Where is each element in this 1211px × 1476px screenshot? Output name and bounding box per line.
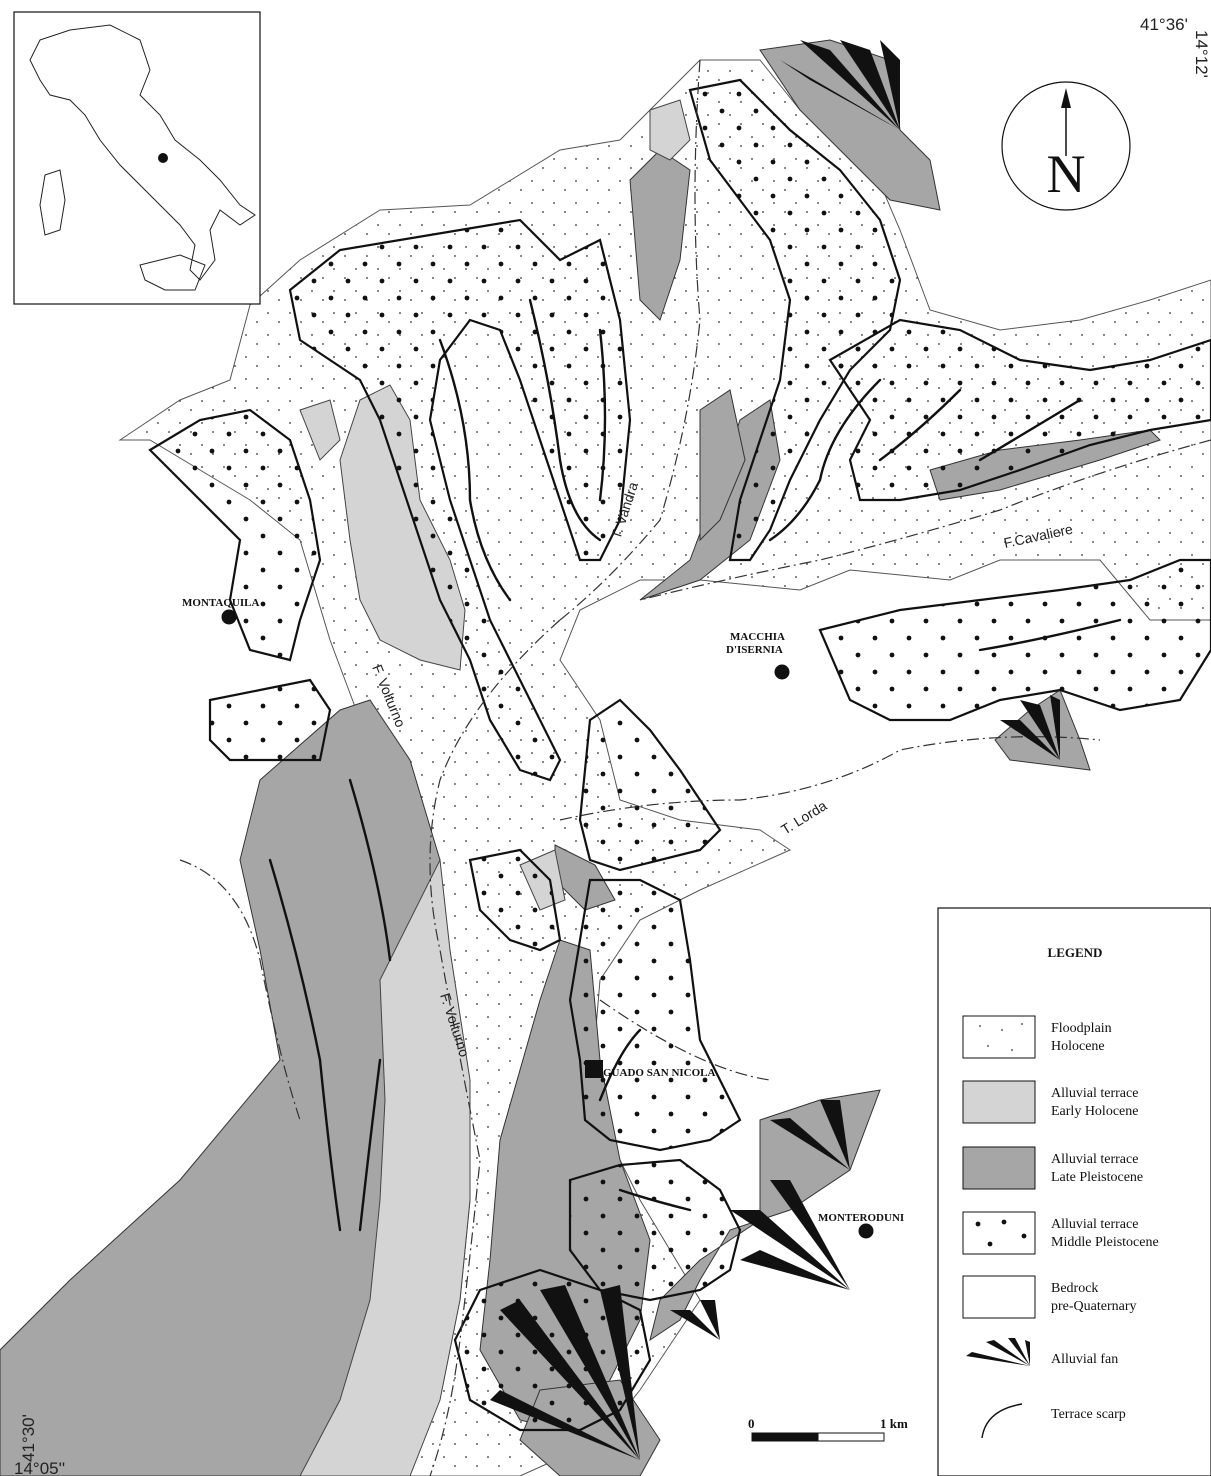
legend-label: Terrace scarp	[1051, 1407, 1126, 1422]
bottom-longitude: 14°05''	[14, 1459, 65, 1476]
sardinia-outline	[39, 169, 66, 236]
site-guado-san-nicola: GUADO SAN NICOLA	[585, 1060, 716, 1079]
legend-item-early-holocene: Alluvial terrace Early Holocene	[962, 1080, 1138, 1124]
legend-item-bedrock: Bedrock pre-Quaternary	[962, 1275, 1137, 1319]
north-arrow: N	[1001, 81, 1131, 211]
alluvial-fans	[490, 40, 1060, 1460]
site-label: GUADO SAN NICOLA	[603, 1067, 716, 1079]
north-label: N	[1047, 144, 1086, 204]
inset-map	[13, 11, 261, 305]
town-montaquila: MONTAQUILA	[182, 597, 259, 625]
legend-item-late-pleistocene: Alluvial terrace Late Pleistocene	[962, 1146, 1143, 1190]
town-label-line2: D'ISERNIA	[726, 644, 783, 656]
top-latitude: 41°36'	[1140, 15, 1188, 34]
town-monteroduni: MONTERODUNI	[818, 1212, 904, 1239]
town-label: MONTERODUNI	[818, 1212, 904, 1224]
legend-label-line2: Middle Pleistocene	[1051, 1235, 1159, 1250]
legend-label-line1: Floodplain	[1051, 1021, 1112, 1036]
legend-label-line1: Alluvial terrace	[1051, 1217, 1138, 1232]
italy-outline	[29, 24, 256, 281]
sicily-outline	[139, 254, 206, 291]
legend-label: Alluvial fan	[1051, 1352, 1118, 1367]
legend-label-line1: Alluvial terrace	[1051, 1152, 1138, 1167]
town-label-line1: MACCHIA	[730, 631, 785, 643]
legend-label-line2: Late Pleistocene	[1051, 1170, 1143, 1185]
legend-title: LEGEND	[1048, 945, 1103, 960]
scale-end-label: 1 km	[880, 1416, 908, 1431]
early-holocene-terraces	[299, 99, 691, 1476]
legend-label-line1: Alluvial terrace	[1051, 1086, 1138, 1101]
scale-start-label: 0	[748, 1416, 755, 1431]
legend-label-line2: pre-Quaternary	[1051, 1299, 1137, 1314]
river-label-lorda: T. Lorda	[778, 797, 830, 837]
town-macchia-disernia: MACCHIA D'ISERNIA	[726, 631, 790, 680]
top-longitude: 14°12'	[1192, 30, 1211, 78]
legend-item-floodplain: Floodplain Holocene	[962, 1015, 1112, 1059]
legend-label-line2: Early Holocene	[1051, 1104, 1138, 1119]
legend-item-terrace-scarp: Terrace scarp	[981, 1403, 1126, 1439]
bottom-latitude: 41°30'	[19, 1414, 38, 1462]
legend: LEGEND Floodplain Holocene Alluvial terr…	[937, 907, 1211, 1476]
scale-bar: 0 1 km	[748, 1416, 908, 1442]
terrace-scarps	[268, 298, 1122, 1232]
town-label: MONTAQUILA	[182, 597, 259, 609]
rivers	[179, 59, 1211, 1476]
study-area-marker	[158, 153, 168, 163]
legend-label-line2: Holocene	[1051, 1039, 1105, 1054]
legend-item-middle-pleistocene: Alluvial terrace Middle Pleistocene	[962, 1211, 1159, 1255]
legend-label-line1: Bedrock	[1051, 1281, 1098, 1296]
middle-pleistocene-terraces	[148, 78, 1211, 1432]
legend-item-alluvial-fan: Alluvial fan	[966, 1338, 1118, 1367]
